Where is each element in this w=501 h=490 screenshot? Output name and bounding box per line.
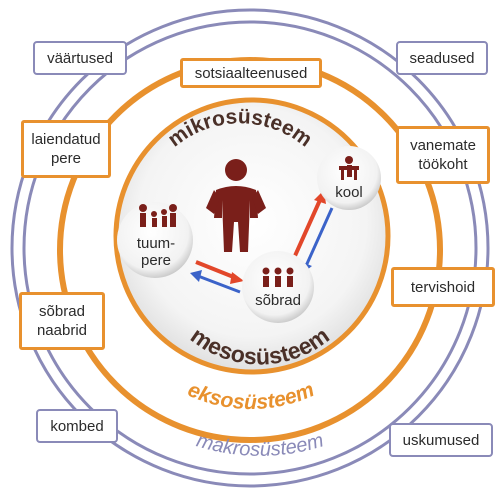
tuumpere-label: tuum-	[137, 235, 175, 252]
box-sobrad-naabrid: sõbrad naabrid	[19, 292, 105, 350]
tuumpere-label-2: pere	[141, 252, 171, 269]
box-kombed: kombed	[36, 409, 118, 443]
box-sotsiaalteenused: sotsiaalteenused	[180, 58, 322, 88]
arrow-sobrad-to-tuumpere	[190, 270, 241, 294]
box-tervishoid: tervishoid	[391, 267, 495, 307]
kombed-label: kombed	[50, 417, 104, 435]
box-seadused: seadused	[396, 41, 488, 75]
tervishoid-label: tervishoid	[410, 278, 476, 296]
laiendatud-pere-label: laiendatud pere	[31, 131, 101, 167]
box-vaartused: väärtused	[33, 41, 127, 75]
arrow-tuumpere-to-sobrad	[195, 260, 244, 284]
sotsiaalteenused-label: sotsiaalteenused	[194, 64, 308, 82]
macrosystem-ring-outer	[10, 8, 490, 488]
friends-icon	[262, 267, 294, 287]
node-tuumpere: tuum- pere	[117, 202, 193, 278]
macrosystem-ring-inner	[22, 20, 478, 476]
vanemate-tookoht-label: vanemate töökoht	[410, 137, 476, 173]
node-kool: kool	[317, 146, 381, 210]
eksosusteem-label: eksosüsteem	[184, 378, 317, 414]
box-uskumused: uskumused	[389, 423, 493, 457]
child-figure-icon	[206, 159, 266, 252]
school-icon	[339, 156, 359, 180]
kool-label: kool	[335, 184, 363, 201]
box-vanemate-tookoht: vanemate töökoht	[396, 126, 490, 184]
sobrad-naabrid-label: sõbrad naabrid	[36, 303, 88, 339]
uskumused-label: uskumused	[402, 431, 480, 449]
seadused-label: seadused	[409, 49, 475, 67]
vaartused-label: väärtused	[47, 49, 113, 67]
sobrad-label: sõbrad	[255, 292, 301, 309]
node-sobrad: sõbrad	[242, 251, 314, 323]
box-laiendatud-pere: laiendatud pere	[21, 120, 111, 178]
family-icon	[139, 204, 177, 227]
makrosusteem-label: makrosüsteem	[194, 429, 326, 460]
